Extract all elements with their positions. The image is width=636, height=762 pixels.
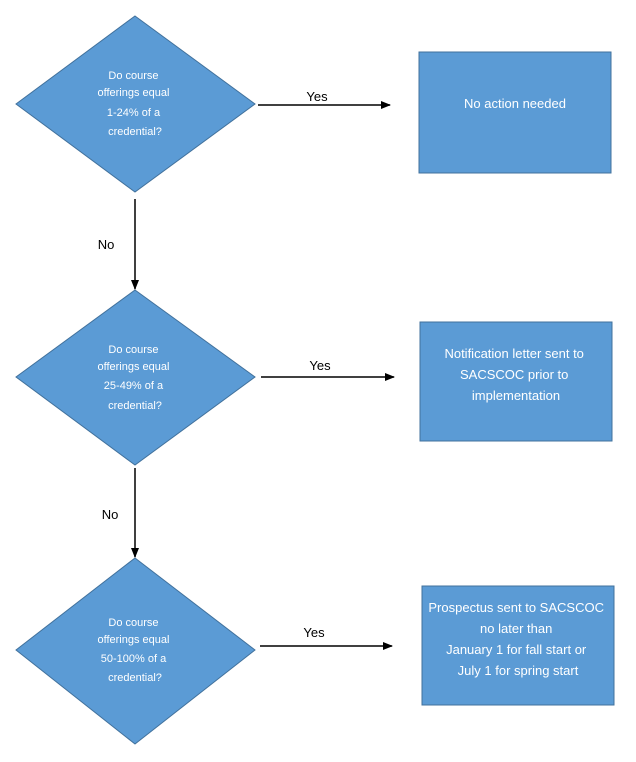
outcome-3-line-2: no later than	[480, 621, 552, 636]
no-connector-1: No	[98, 199, 139, 290]
decision-2-line-2: offerings equal	[97, 361, 169, 373]
outcome-2-line-1: Notification letter sent to	[444, 346, 583, 361]
decision-3-diamond	[15, 557, 256, 745]
decision-2-text: Do course offerings equal 25-49% of a cr…	[97, 344, 172, 412]
outcome-3: Prospectus sent to SACSCOC no later than…	[421, 585, 615, 706]
decision-1-line-4: credential?	[108, 126, 162, 138]
outcome-2-line-3: implementation	[472, 388, 560, 403]
decision-2: Do course offerings equal 25-49% of a cr…	[15, 289, 256, 466]
yes-label-1: Yes	[306, 89, 328, 104]
outcome-3-box	[421, 585, 615, 706]
no-connector-2: No	[102, 468, 139, 558]
outcome-2-text: Notification letter sent to SACSCOC prio…	[444, 346, 587, 403]
decision-3-line-3: 50-100% of a	[101, 653, 167, 665]
decision-1-diamond	[15, 15, 256, 193]
yes-label-3: Yes	[303, 625, 325, 640]
decision-2-diamond	[15, 289, 256, 466]
outcome-3-line-4: July 1 for spring start	[458, 663, 579, 678]
outcome-2: Notification letter sent to SACSCOC prio…	[419, 321, 613, 442]
decision-1-line-3: 1-24% of a	[107, 107, 161, 119]
no-label-1: No	[98, 237, 115, 252]
outcome-2-line-2: SACSCOC prior to	[460, 367, 568, 382]
decision-1: Do course offerings equal 1-24% of a cre…	[15, 15, 256, 193]
yes-connector-1: Yes	[258, 89, 391, 109]
decision-3-line-1: Do course	[108, 617, 158, 629]
outcome-3-text: Prospectus sent to SACSCOC no later than…	[428, 600, 607, 678]
decision-1-line-1: Do course	[108, 70, 158, 82]
decision-1-text: Do course offerings equal 1-24% of a cre…	[97, 70, 172, 138]
decision-3-line-4: credential?	[108, 672, 162, 684]
outcome-2-box	[419, 321, 613, 442]
outcome-3-line-1: Prospectus sent to SACSCOC	[428, 600, 604, 615]
yes-label-2: Yes	[309, 358, 331, 373]
yes-connector-3: Yes	[260, 625, 393, 650]
outcome-1: No action needed	[418, 51, 612, 174]
decision-2-line-3: 25-49% of a	[104, 380, 164, 392]
decision-3-text: Do course offerings equal 50-100% of a c…	[97, 617, 172, 684]
decision-3-line-2: offerings equal	[97, 634, 169, 646]
outcome-1-text: No action needed	[464, 96, 566, 111]
decision-2-line-1: Do course	[108, 344, 158, 356]
outcome-3-line-3: January 1 for fall start or	[446, 642, 587, 657]
outcome-1-box	[418, 51, 612, 174]
yes-connector-2: Yes	[261, 358, 395, 381]
no-label-2: No	[102, 507, 119, 522]
decision-2-line-4: credential?	[108, 400, 162, 412]
outcome-1-line-1: No action needed	[464, 96, 566, 111]
decision-1-line-2: offerings equal	[97, 87, 169, 99]
decision-3: Do course offerings equal 50-100% of a c…	[15, 557, 256, 745]
